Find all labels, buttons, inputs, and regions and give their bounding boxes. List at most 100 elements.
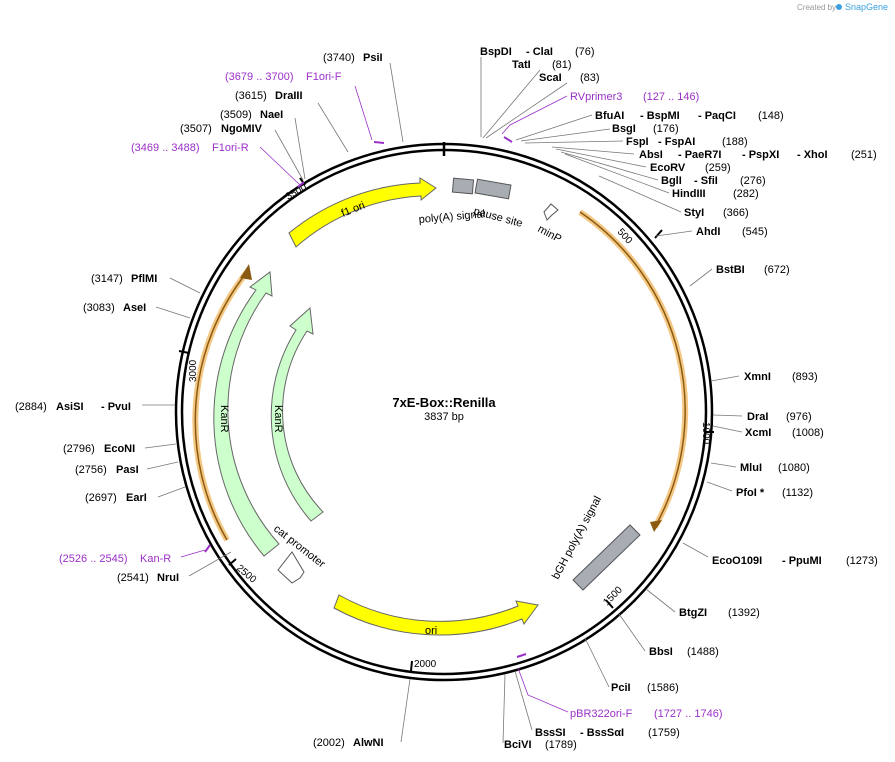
hindiii-pos: (282): [733, 188, 759, 200]
pfoi-pos: (1132): [782, 487, 813, 499]
btgzi-pos: (1392): [728, 607, 760, 619]
polya-box: [451, 177, 475, 195]
leader-lines: [142, 57, 743, 744]
paqci-label: - PaqCI: [698, 110, 736, 122]
pcii-label: PciI: [611, 682, 631, 694]
scai-label: ScaI: [539, 72, 562, 84]
eari-label: EarI: [126, 492, 147, 504]
bsssi-label: BssSI: [535, 727, 566, 739]
tick-3500: 3500: [284, 182, 309, 203]
drai-pos: (976): [786, 411, 812, 423]
pause-label: pause site: [472, 205, 524, 230]
draiii-label: DraIII: [275, 90, 303, 102]
nrui-label: NruI: [157, 572, 179, 584]
kanr-inner-label: KanR: [272, 405, 284, 433]
asisi-label: AsiSI: [56, 401, 84, 413]
absi-label: AbsI: [639, 149, 663, 161]
btgzi-label: BtgZI: [679, 607, 707, 619]
nrui-pos: (2541): [117, 572, 149, 584]
kanr-outer-label: KanR: [218, 405, 230, 433]
hindiii-label: HindIII: [672, 188, 706, 200]
snapgene-brand: SnapGene: [845, 2, 888, 12]
minp-label: minP: [536, 223, 564, 245]
xcmi-pos: (1008): [792, 427, 824, 439]
renilla-arc-highlight: [578, 209, 689, 529]
tick-2000: 2000: [414, 659, 437, 670]
kanr-outer-arc: [194, 271, 248, 541]
f1ori-r-label: F1ori-R: [212, 142, 249, 154]
ecorv-pos: (259): [705, 162, 731, 174]
xhoi-label: - XhoI: [797, 149, 828, 161]
paer7i-label: - PaeR7I: [678, 149, 721, 161]
absi-pos: (251): [851, 149, 877, 161]
tick-3000: 3000: [188, 359, 199, 382]
asisi-pos: (2884): [15, 401, 47, 413]
bstbi-label: BstBI: [716, 264, 745, 276]
econi-pos: (2796): [63, 443, 95, 455]
bsssi-pos: (1759): [648, 727, 680, 739]
rvprimer-label: RVprimer3: [570, 91, 622, 103]
bp-ticks: [178, 177, 714, 672]
xmni-pos: (893): [792, 371, 818, 383]
pause-site-box: [474, 178, 512, 200]
kanr-primer-label: Kan-R: [140, 553, 171, 565]
bfuai-pos: (148): [758, 110, 784, 122]
sfii-label: - SfiI: [694, 175, 718, 187]
ori-label: ori: [425, 625, 437, 637]
bsgi-pos: (176): [653, 123, 679, 135]
pfoi-label: PfoI *: [736, 487, 765, 499]
mlui-label: MluI: [740, 462, 762, 474]
bsssai-label: - BssSαI: [580, 727, 624, 739]
tati-pos: (81): [552, 59, 572, 71]
styi-label: StyI: [684, 207, 704, 219]
scai-pos: (83): [580, 72, 600, 84]
pcii-pos: (1586): [647, 682, 679, 694]
kanr-inner-arrow: [270, 306, 324, 522]
clai-label: - ClaI: [526, 46, 553, 58]
econi-label: EcoNI: [104, 443, 135, 455]
bcivi-label: BciVI: [504, 739, 532, 751]
psii-pos: (3740): [323, 52, 355, 64]
f1ori-f-label: F1ori-F: [306, 71, 342, 83]
eari-pos: (2697): [85, 492, 117, 504]
xcmi-label: XcmI: [745, 427, 771, 439]
bgh-box: [572, 524, 641, 591]
ecorv-label: EcoRV: [650, 162, 686, 174]
psii-label: PsiI: [363, 52, 383, 64]
bfuai-label: BfuAI: [595, 110, 624, 122]
fspi-pos: (188): [722, 136, 748, 148]
naei-label: NaeI: [260, 109, 283, 121]
bgli-label: BglI: [661, 175, 682, 187]
f1-ori-arrow: [288, 177, 437, 248]
ppumi-label: - PpuMI: [782, 555, 822, 567]
bspdi-label: BspDI: [480, 46, 512, 58]
bstbi-pos: (672): [764, 264, 790, 276]
drai-label: DraI: [747, 411, 768, 423]
tick-1000: 1000: [700, 422, 711, 445]
bgli-pos: (276): [740, 175, 766, 187]
xmni-label: XmnI: [744, 371, 771, 383]
fspai-label: - FspAI: [658, 136, 695, 148]
rvprimer-pos: (127 .. 146): [643, 91, 699, 103]
f1ori-r-pos: (3469 .. 3488): [131, 142, 200, 154]
renilla-arc: [579, 211, 686, 528]
bsgi-label: BsgI: [612, 123, 636, 135]
naei-pos: (3509): [220, 109, 252, 121]
draiii-pos: (3615): [235, 90, 267, 102]
ngomiv-label: NgoMIV: [221, 123, 263, 135]
fspi-label: FspI: [626, 136, 649, 148]
plasmid-length: 3837 bp: [424, 411, 464, 423]
alwni-pos: (2002): [313, 737, 345, 749]
bcivi-pos: (1789): [545, 739, 577, 751]
snapgene-logo-icon: [836, 4, 842, 10]
pbr-pos: (1727 .. 1746): [654, 708, 723, 720]
clai-pos: (76): [575, 46, 595, 58]
ecoo109i-label: EcoO109I: [712, 555, 762, 567]
asei-label: AseI: [123, 302, 146, 314]
primer-marks: [204, 136, 527, 658]
asei-pos: (3083): [83, 302, 115, 314]
alwni-label: AlwNI: [353, 737, 384, 749]
kanr-outer-arrow: [213, 271, 280, 557]
polya-label: poly(A) signal: [418, 208, 485, 226]
